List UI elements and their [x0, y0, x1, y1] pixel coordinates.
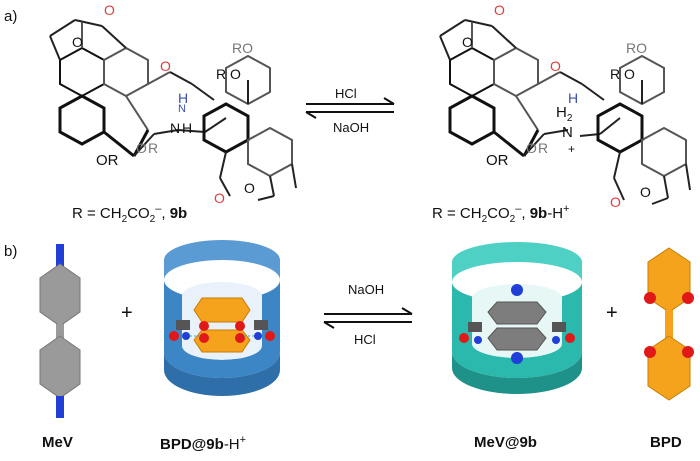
caption-9b-sub1: 2 — [121, 214, 128, 225]
panel-b-label: b) — [4, 243, 18, 260]
equilibrium-arrows-a — [305, 97, 395, 119]
caption-9b-sub2: 2 — [149, 214, 156, 225]
atom-o-top-left: O — [104, 2, 115, 18]
caption-9b-sup: – — [155, 203, 162, 215]
label-bpd: BPD — [650, 434, 682, 451]
atom-o-upper-left: O — [72, 34, 83, 50]
plus-sign-1: + — [121, 302, 133, 324]
label-bpd-9b-h-name: BPD@ — [160, 436, 207, 453]
caption-9b-prefix: R = CH — [72, 205, 122, 222]
atom-o-lower-left-gray: O — [136, 140, 147, 156]
atom-o-right-r: O — [624, 66, 635, 82]
arrow-label-naoh-a: NaOH — [333, 120, 370, 135]
atom-h2-ammonium: H2 — [556, 104, 572, 124]
h2-h: H — [556, 104, 567, 121]
caption-9b-mid: CO — [127, 205, 150, 222]
atom-o-carbonyl: O — [160, 58, 171, 74]
equilibrium-arrows-b — [323, 307, 413, 329]
caption-9bh-suffix-sup: + — [563, 203, 570, 215]
complex-bpd-9b-h-model — [164, 240, 280, 396]
caption-9bh-sub2: 2 — [509, 214, 516, 225]
caption-9bh-sup: – — [515, 203, 522, 215]
caption-9b: R = CH2CO2–, 9b — [72, 203, 187, 225]
bpd-model — [644, 247, 694, 401]
label-bpd-9b-h-sup: + — [239, 434, 247, 446]
atom-ro-upper-right: RO — [232, 40, 253, 56]
caption-9bh-sep: , — [521, 205, 530, 222]
atom-o-bottom-right-red: O — [214, 190, 225, 206]
caption-9bh-compound: 9b — [529, 205, 548, 222]
panel-a-label: a) — [4, 8, 18, 25]
atom-n-ammonium: N — [562, 124, 573, 141]
caption-9b-sep: , — [161, 205, 170, 222]
atom-or-lower-left: OR — [96, 152, 119, 169]
atom-ro-upper-right-r: RO — [626, 40, 647, 56]
molecule-9b-h-structure — [439, 19, 691, 205]
atom-h-amide: H — [178, 90, 189, 106]
atom-o-carbonyl-r: O — [550, 58, 561, 74]
complex-mev-9b-model — [452, 242, 582, 394]
arrow-label-hcl-a: HCl — [335, 86, 357, 101]
arrow-label-hcl-b: HCl — [354, 332, 376, 347]
atom-o-top-left-r: O — [494, 2, 505, 18]
atom-or-lower-left-r: OR — [486, 152, 509, 169]
atom-n-amine: N — [170, 120, 181, 136]
caption-9bh-suffix: -H — [547, 205, 564, 222]
molecule-9b-structure — [49, 19, 297, 201]
atom-o-upper-left-r: O — [462, 34, 473, 50]
label-bpd-9b-h-compound: 9b — [206, 436, 224, 453]
h2-sub: 2 — [566, 113, 573, 124]
caption-9bh-prefix: R = CH — [432, 205, 482, 222]
caption-9bh-sub1: 2 — [481, 214, 488, 225]
atom-o-bottom-right: O — [244, 180, 255, 196]
label-mev-9b: MeV@9b — [474, 434, 537, 451]
atom-o-bottom-right-red-r: O — [610, 194, 621, 210]
atom-r-right: R — [216, 66, 227, 82]
atom-r-lower-left-gray: R — [148, 140, 159, 156]
atom-o-lower-left-gray-r: O — [526, 140, 537, 156]
atom-o-bottom-right-r: O — [640, 184, 651, 200]
plus-sign-2: + — [606, 302, 618, 324]
label-mev: MeV — [42, 434, 73, 451]
caption-9b-h: R = CH2CO2–, 9b-H+ — [432, 203, 569, 225]
atom-r-lower-left-gray-r: R — [538, 140, 549, 156]
label-bpd-9b-h-suffix: -H — [223, 436, 240, 453]
arrow-label-naoh-b: NaOH — [348, 282, 385, 297]
label-bpd-9b-h: BPD@9b-H+ — [160, 434, 246, 453]
atom-n-amide: N — [178, 103, 186, 115]
caption-9bh-mid: CO — [487, 205, 510, 222]
atom-h-amide-r: H — [568, 90, 579, 106]
atom-o-right: O — [230, 66, 241, 82]
atom-plus-ammonium: + — [568, 142, 576, 156]
mev-model — [39, 244, 81, 418]
caption-9b-compound: 9b — [169, 205, 188, 222]
atom-r-right-r: R — [610, 66, 621, 82]
atom-h-amine: H — [182, 120, 193, 136]
